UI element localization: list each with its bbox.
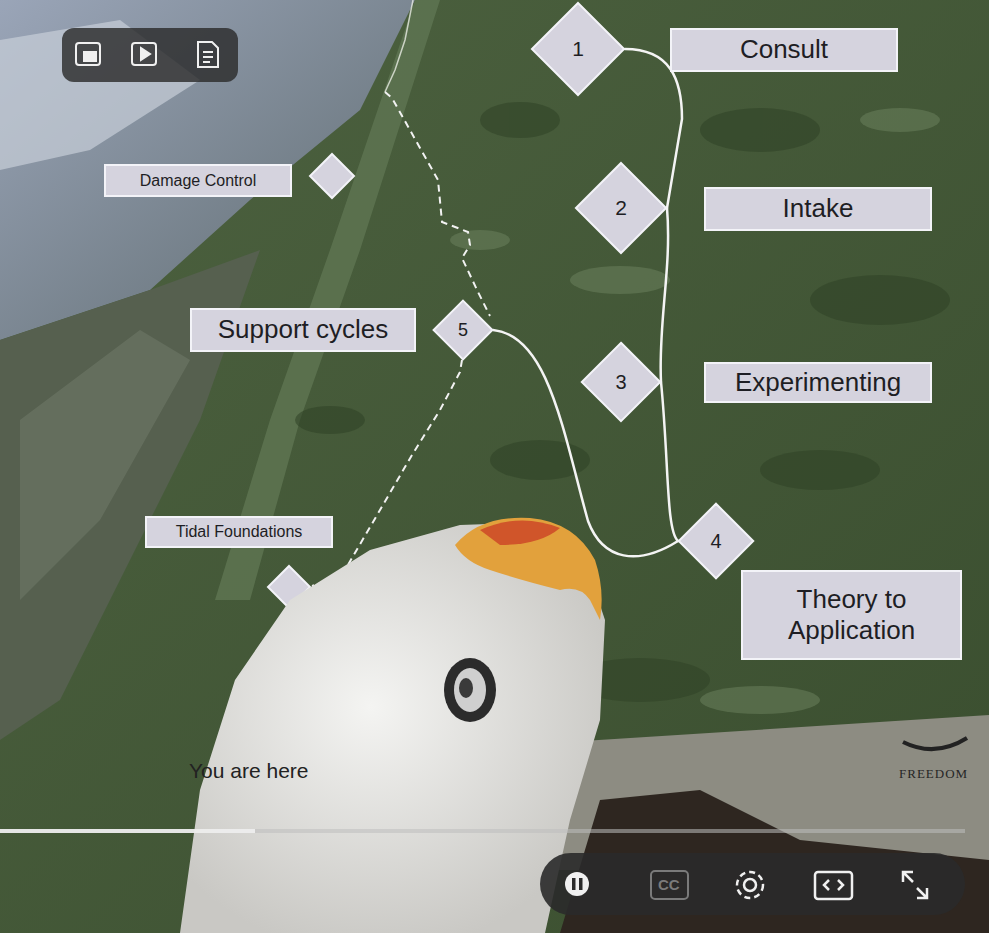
step-label: Experimenting: [735, 367, 901, 398]
embed-icon: [815, 872, 852, 899]
diamond-shape: [532, 3, 624, 95]
eagle: [180, 518, 989, 933]
step-number: 5: [458, 320, 468, 341]
step-number: 1: [572, 37, 584, 61]
top-controls: [62, 28, 238, 82]
step-label: Support cycles: [218, 314, 389, 345]
step-number: 4: [710, 530, 721, 553]
pause-button: [565, 872, 589, 896]
freedom-logo: [903, 738, 967, 749]
route-line: [661, 382, 678, 541]
location-note: You are here: [189, 759, 309, 783]
label-box: Support cycles: [190, 308, 416, 352]
label-box: Intake: [704, 187, 932, 231]
empty-diamond: [310, 154, 354, 198]
step-diamond: 4: [678, 503, 754, 579]
step-label: Damage Control: [140, 171, 257, 190]
far-slope: [20, 330, 190, 600]
fullscreen-icon: [903, 872, 927, 898]
diamond-shape: [576, 163, 666, 253]
eagle-eye: [454, 668, 486, 712]
pause-bar: [572, 878, 576, 890]
step-diamond: 3: [581, 342, 661, 422]
step-label: Theory to Application: [753, 584, 950, 646]
step-number: 2: [615, 196, 627, 220]
diamond-shape: [434, 301, 493, 360]
eagle-eye: [444, 658, 496, 722]
cc-text: CC: [658, 876, 680, 893]
progress-played: [0, 829, 255, 833]
route-line: [661, 208, 669, 382]
eagle-beak: [455, 518, 602, 620]
dashed-route: [385, 92, 490, 316]
diamond-shape: [582, 343, 660, 421]
step-number: 3: [615, 371, 626, 394]
step-label: Consult: [740, 34, 828, 65]
watermark: FREEDOM: [899, 766, 968, 782]
pause-bar: [579, 878, 583, 890]
label-box: Damage Control: [104, 164, 292, 197]
road: [385, 0, 413, 92]
step-diamond: 5: [433, 300, 493, 360]
ridge: [215, 0, 440, 600]
progress-track: [0, 829, 965, 833]
control-pill: [62, 28, 238, 82]
step-label: Tidal Foundations: [176, 522, 303, 541]
cc-icon: [651, 871, 688, 899]
label-box: Experimenting: [704, 362, 932, 403]
step-label: Intake: [783, 193, 854, 224]
gear-icon: [737, 872, 763, 898]
step-diamond: 1: [531, 2, 625, 96]
label-box: Consult: [670, 28, 898, 72]
control-pill: [540, 853, 965, 915]
route-line: [493, 330, 678, 556]
label-box: Theory to Application: [741, 570, 962, 660]
bottom-controls: [540, 853, 965, 915]
beak-top: [480, 520, 560, 545]
control-icons: [76, 42, 218, 67]
step-diamond: 2: [575, 162, 667, 254]
label-box: Tidal Foundations: [145, 516, 333, 548]
eagle-pupil: [459, 678, 473, 698]
diamond-shape: [679, 504, 753, 578]
